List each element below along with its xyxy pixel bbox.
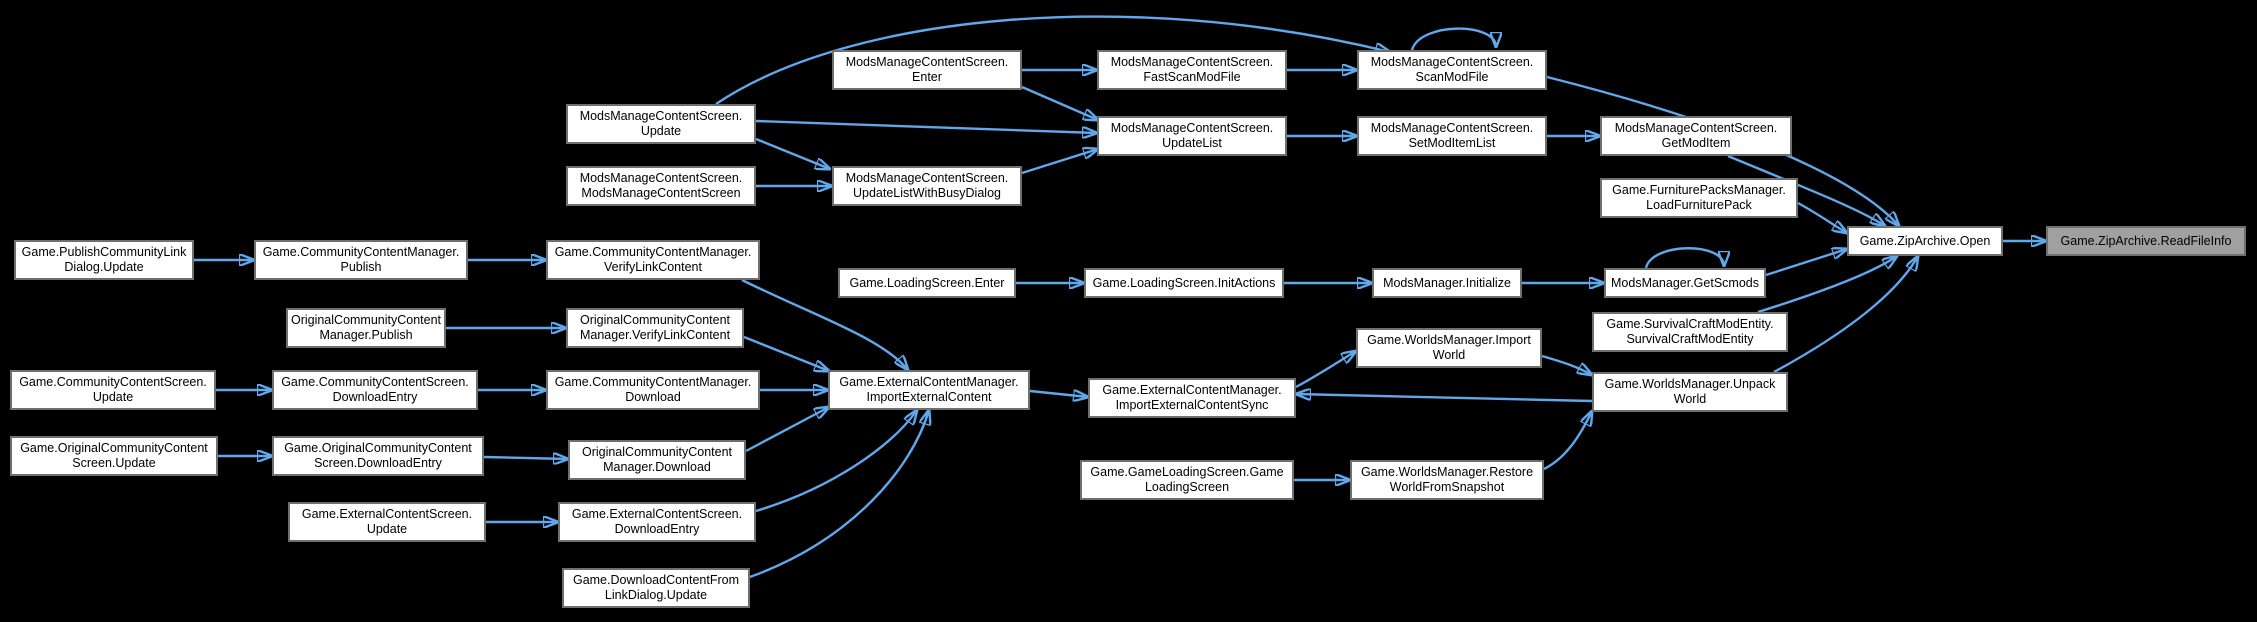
node-ls-enter[interactable]: Game.LoadingScreen.Enter [838,268,1016,298]
node-ecs-dl[interactable]: Game.ExternalContentScreen. DownloadEntr… [558,502,756,542]
edge-mmcs_scan-to-mmcs_scan-self-loop [1410,27,1496,51]
node-mmcs-ctor[interactable]: ModsManageContentScreen. ModsManageConte… [566,166,756,206]
edge-occm_dl-to-ecm_import [745,407,829,453]
node-mmcs-enter[interactable]: ModsManageContentScreen. Enter [832,50,1022,90]
edge-mmcs_update-to-mmcs_scan [715,15,1390,105]
node-mmcs-updatelist[interactable]: ModsManageContentScreen. UpdateList [1097,116,1287,156]
node-ccs-dl[interactable]: Game.CommunityContentScreen. DownloadEnt… [272,370,478,410]
node-ecm-import[interactable]: Game.ExternalContentManager. ImportExter… [828,370,1030,410]
edge-mmcs_enter-to-mmcs_updatelist [1021,85,1098,120]
node-ccs-update[interactable]: Game.CommunityContentScreen. Update [10,370,216,410]
node-mm-init[interactable]: ModsManager.Initialize [1372,268,1522,298]
edge-wm_unpack-to-ecm_sync [1296,394,1593,403]
node-scme[interactable]: Game.SurvivalCraftModEntity. SurvivalCra… [1592,312,1788,352]
node-occm-verify[interactable]: OriginalCommunityContent Manager.VerifyL… [566,308,744,348]
edge-ecm_sync-to-wm_import [1295,351,1356,389]
node-furniture[interactable]: Game.FurniturePacksManager. LoadFurnitur… [1600,178,1798,218]
node-ocs-dl[interactable]: Game.OriginalCommunityContent Screen.Dow… [272,436,484,476]
edge-mmcs_update-to-mmcs_updatelist [755,119,1097,133]
node-mmcs-busy[interactable]: ModsManageContentScreen. UpdateListWithB… [832,166,1022,206]
edge-ocs_dl-to-occm_dl [483,457,568,459]
node-ccm-dl[interactable]: Game.CommunityContentManager. Download [546,370,760,410]
node-zip-open[interactable]: Game.ZipArchive.Open [1847,226,2003,256]
node-wm-restore[interactable]: Game.WorldsManager.Restore WorldFromSnap… [1350,460,1544,500]
edge-occm_verify-to-ecm_import [743,335,829,371]
edge-ccm_verify-to-ecm_import [741,278,908,370]
edge-scme-to-zip_open [1757,256,1897,314]
node-mmcs-getmoditem[interactable]: ModsManageContentScreen. GetModItem [1600,116,1792,156]
node-ocs-update[interactable]: Game.OriginalCommunityContent Screen.Upd… [10,436,218,476]
edge-dcfl-to-ecm_import [749,410,929,579]
node-ccm-publish[interactable]: Game.CommunityContentManager. Publish [254,240,468,280]
node-ecm-sync[interactable]: Game.ExternalContentManager. ImportExter… [1088,378,1296,418]
edge-mmcs_update-to-mmcs_busy [755,137,830,169]
edge-mm_getscmods-to-zip_open [1765,249,1847,277]
node-zip-rfi: Game.ZipArchive.ReadFileInfo [2046,226,2246,256]
node-mmcs-setmod[interactable]: ModsManageContentScreen. SetModItemList [1357,116,1547,156]
node-wm-import[interactable]: Game.WorldsManager.Import World [1356,328,1542,368]
edge-mmcs_busy-to-mmcs_updatelist [1021,149,1098,175]
node-gls[interactable]: Game.GameLoadingScreen.Game LoadingScree… [1080,460,1294,500]
node-mmcs-fastscan[interactable]: ModsManageContentScreen. FastScanModFile [1097,50,1287,90]
edge-ecs_dl-to-ecm_import [755,410,917,513]
node-mmcs-update[interactable]: ModsManageContentScreen. Update [566,104,756,144]
node-mm-getscmods[interactable]: ModsManager.GetScmods [1604,268,1766,298]
node-ecs-update[interactable]: Game.ExternalContentScreen. Update [288,502,486,542]
edge-ecm_import-to-ecm_sync [1029,391,1088,397]
edge-wm_unpack-to-zip_open [1773,256,1918,374]
edge-mmcs_getmoditem-to-zip_open [1727,154,1885,226]
edge-wm_import-to-wm_unpack [1541,354,1592,375]
node-occm-publish[interactable]: OriginalCommunityContent Manager.Publish [286,308,446,348]
node-ccm-verify[interactable]: Game.CommunityContentManager. VerifyLink… [546,240,760,280]
node-pcld[interactable]: Game.PublishCommunityLink Dialog.Update [14,240,194,280]
edge-mm_getscmods-to-mm_getscmods-self-loop [1644,247,1724,269]
node-mmcs-scan[interactable]: ModsManageContentScreen. ScanModFile [1357,50,1547,90]
edge-wm_restore-to-wm_unpack [1543,411,1592,471]
node-occm-dl[interactable]: OriginalCommunityContent Manager.Downloa… [568,440,746,480]
node-wm-unpack[interactable]: Game.WorldsManager.Unpack World [1592,372,1788,412]
edge-furniture-to-zip_open [1797,201,1847,233]
node-ls-init[interactable]: Game.LoadingScreen.InitActions [1084,268,1284,298]
node-dcfl[interactable]: Game.DownloadContentFrom LinkDialog.Upda… [562,568,750,608]
